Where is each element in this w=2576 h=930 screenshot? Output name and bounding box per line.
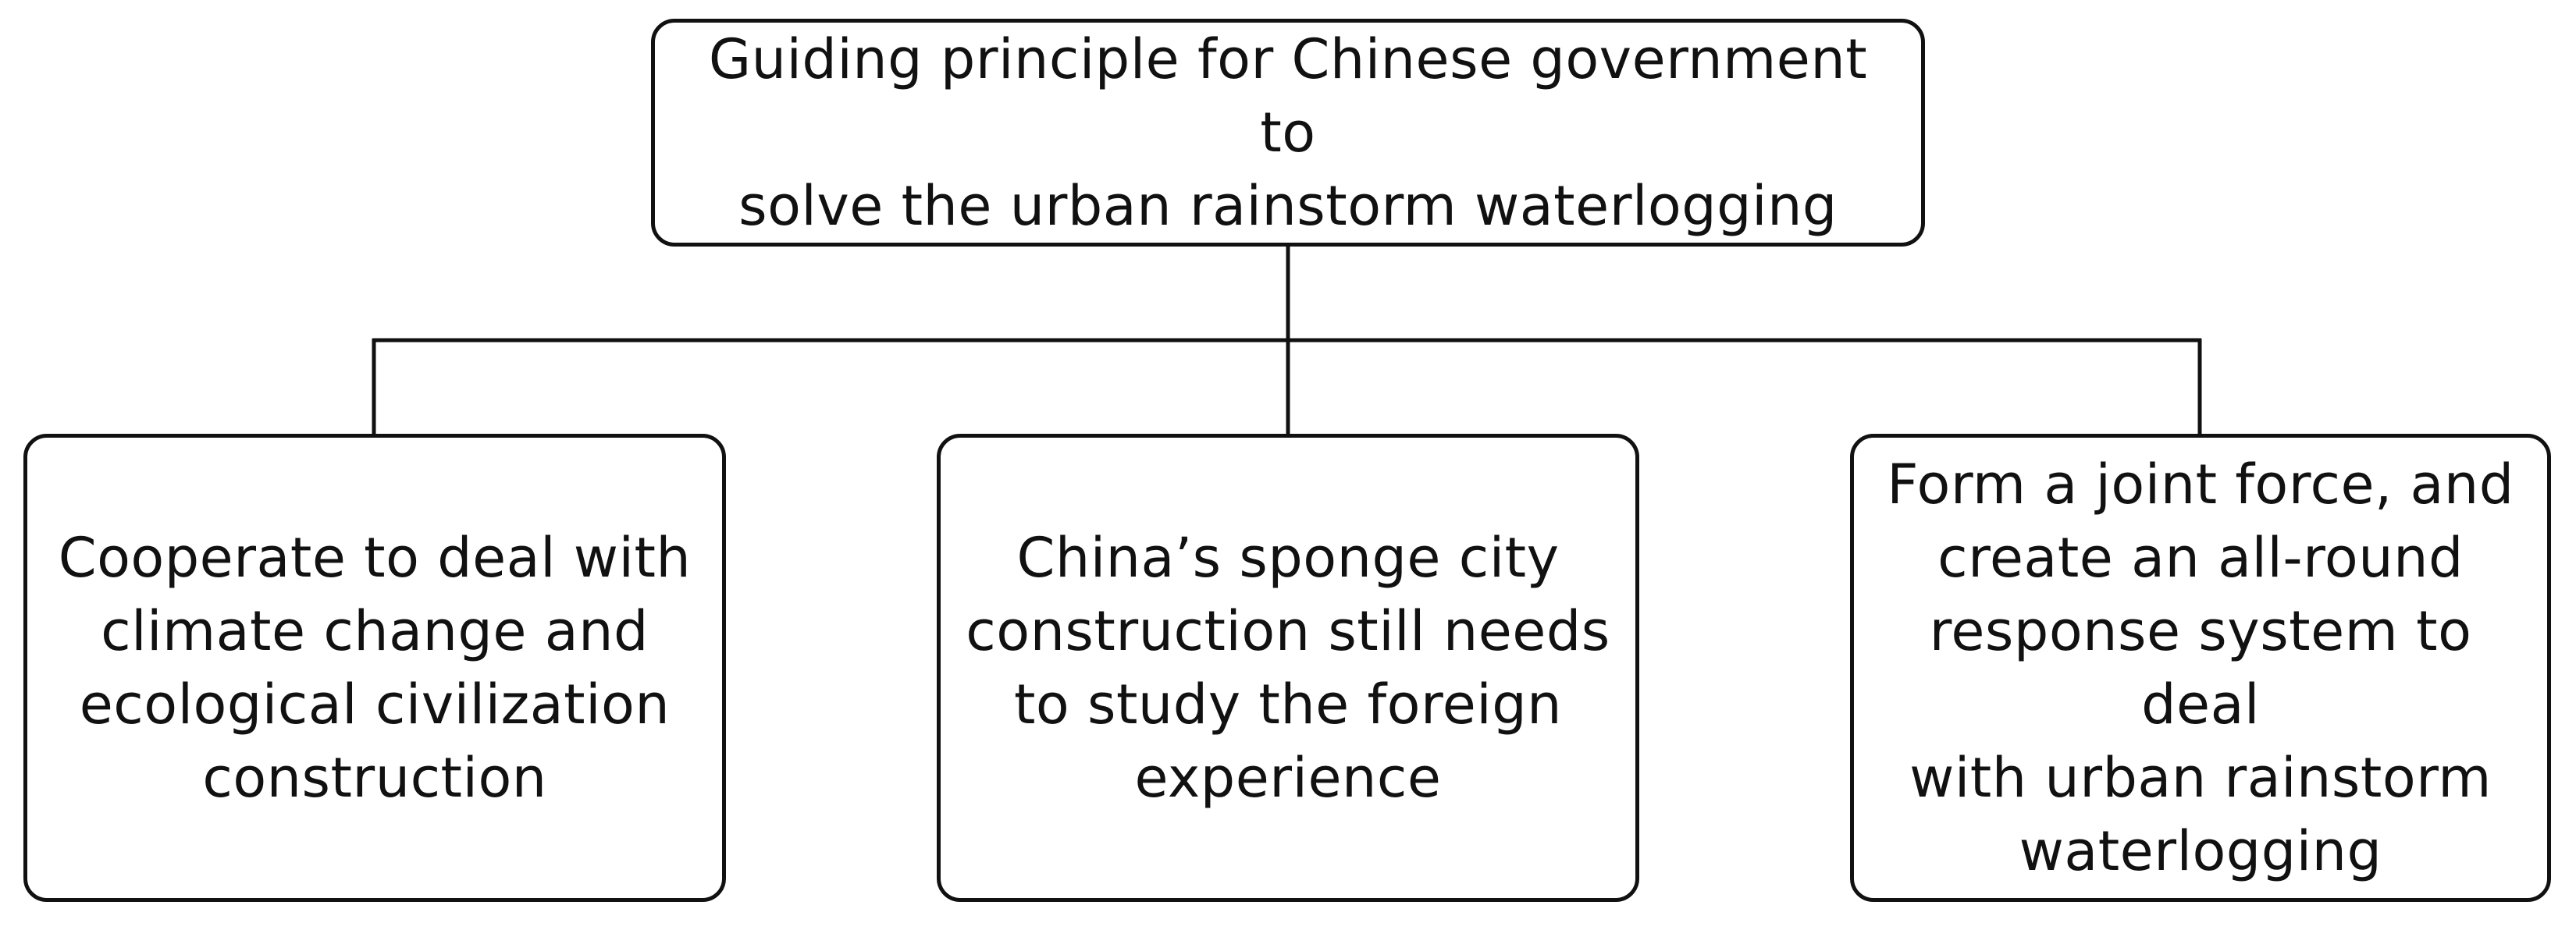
child-2-text: China’s sponge city construction still n… bbox=[966, 521, 1610, 815]
child-node-climate-cooperation: Cooperate to deal with climate change an… bbox=[23, 434, 726, 902]
child-1-text: Cooperate to deal with climate change an… bbox=[59, 521, 692, 815]
child-2-line-2: construction still needs bbox=[966, 599, 1610, 663]
child-2-line-3: to study the foreign bbox=[1013, 673, 1563, 737]
child-node-joint-force: Form a joint force, and create an all-ro… bbox=[1850, 434, 2551, 902]
child-3-line-2: create an all-round bbox=[1937, 526, 2464, 590]
child-node-sponge-city: China’s sponge city construction still n… bbox=[937, 434, 1639, 902]
child-2-line-1: China’s sponge city bbox=[1016, 526, 1560, 590]
child-1-line-2: climate change and bbox=[101, 599, 649, 663]
root-line-1: Guiding principle for Chinese government… bbox=[708, 27, 1868, 165]
child-3-line-1: Form a joint force, and bbox=[1887, 453, 2514, 516]
child-3-text: Form a joint force, and create an all-ro… bbox=[1877, 448, 2524, 888]
child-3-line-4: with urban rainstorm bbox=[1909, 746, 2492, 810]
child-3-line-3: response system to deal bbox=[1929, 599, 2472, 737]
root-node-text: Guiding principle for Chinese government… bbox=[678, 23, 1898, 243]
child-1-line-1: Cooperate to deal with bbox=[58, 526, 692, 590]
child-1-line-4: construction bbox=[202, 746, 547, 810]
child-3-line-5: waterlogging bbox=[2019, 819, 2382, 883]
root-line-2: solve the urban rainstorm waterlogging bbox=[738, 174, 1838, 238]
root-node: Guiding principle for Chinese government… bbox=[651, 19, 1925, 247]
child-2-line-4: experience bbox=[1134, 746, 1442, 810]
child-1-line-3: ecological civilization bbox=[79, 673, 671, 737]
